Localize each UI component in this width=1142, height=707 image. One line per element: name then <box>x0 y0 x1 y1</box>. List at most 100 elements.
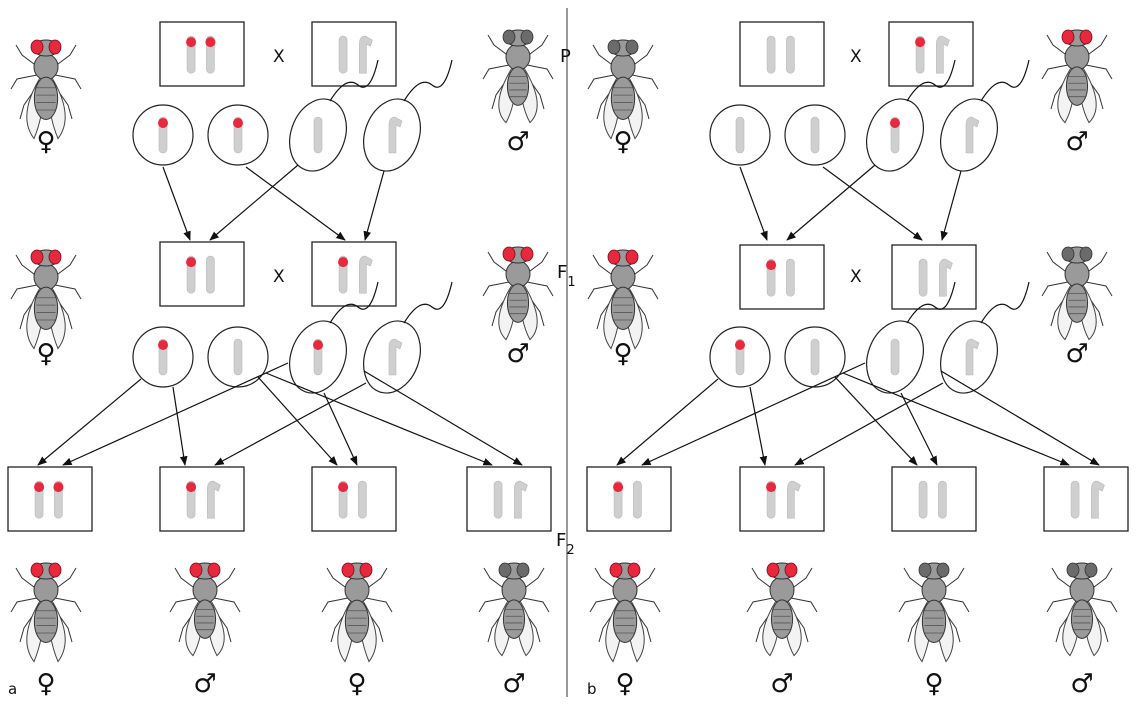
panel-b-f2-fly-2-leg <box>789 567 813 591</box>
panel-a-f1-male-genotype-frame <box>311 241 397 307</box>
panel-a-arrow-f1-spermy-f2d <box>363 370 523 466</box>
panel-b-f2-fly-3 <box>898 562 970 663</box>
panel-a-p-male-fly-abdomen <box>506 66 530 106</box>
panel-label-b: b <box>587 680 597 698</box>
panel-a-f1-male-fly-leg <box>525 251 549 275</box>
panel-b-p-male-fly-abdomen <box>1065 66 1089 106</box>
panel-b-f1-male-genotype-c0-x-chromosome <box>918 258 928 297</box>
panel-a-f2-sex-symbol-1: ♀ <box>36 669 55 699</box>
panel-a-arrow-f1-egg1-f2a <box>37 378 142 466</box>
panel-b-f2-fly-4 <box>1046 562 1118 657</box>
panel-a-f2-fly-3-thorax <box>344 576 370 604</box>
panel-b-f2-sex-symbol-4: ♂ <box>1070 669 1093 699</box>
panel-a-f2-fly-1-abdomen <box>33 599 59 644</box>
panel-a-arrow-f1-spermx-f2a <box>62 362 289 466</box>
panel-b-f2-fly-4-right-eye <box>1084 562 1098 578</box>
panel-a-p-female-fly-leg <box>10 74 38 90</box>
panel-b-p-gamete-sperm-y-y-chromosome <box>965 116 980 154</box>
panel-a-f1-male-fly-leg <box>526 281 554 297</box>
panel-b-f2-fly-3-thorax <box>921 576 947 604</box>
panel-a-f2-fly-2-leg <box>169 597 197 613</box>
panel-b-f2-fly-4-leg <box>1089 567 1113 591</box>
panel-b-f2-fly-4-leg <box>1046 597 1074 613</box>
panel-b-f2-fly-3-leg <box>942 597 970 613</box>
panel-b-f2-sex-symbol-2: ♂ <box>770 669 793 699</box>
panel-b-f1-gamete-sperm-x-x-chromosome <box>890 338 900 376</box>
panel-b-arrow-p-egg1-f1f <box>739 166 768 241</box>
panel-a-p-female-fly-leg <box>54 74 82 90</box>
panel-b-f2-fly-4-abdomen <box>1070 599 1094 639</box>
panel-a-p-female-genotype-frame <box>159 21 245 87</box>
panel-b-f2-fly-1-right-eye <box>627 562 641 578</box>
panel-b-f1-male-fly-thorax <box>1064 260 1090 288</box>
panel-b-f1-male-fly-leg <box>1085 281 1113 297</box>
panel-a-f1-male-symbol: ♂ <box>506 339 529 369</box>
panel-b-f1-female-fly-left-eye <box>607 249 621 265</box>
panel-a-f2-genotype-1-c1-red-eye-allele <box>53 482 64 493</box>
panel-b-f2-genotype-3-frame <box>891 466 977 532</box>
panel-a-p-female-fly-leg <box>15 44 39 68</box>
panel-a-f1-female-symbol: ♀ <box>36 339 55 369</box>
panel-a-p-gamete-sperm-y-sperm-tail <box>403 59 453 102</box>
panel-a-f1-gamete-egg-1-red-eye-allele <box>158 340 168 350</box>
panel-a-f1-female-fly-thorax <box>33 263 59 291</box>
panel-b-p-male-fly-thorax <box>1064 43 1090 71</box>
panel-b-p-male-genotype-c0-red-eye-allele <box>915 37 926 48</box>
panel-a-p-male-fly-right-eye <box>520 29 534 45</box>
panel-b-f1-male-genotype <box>891 244 977 310</box>
panel-a-p-gamete-sperm-x-sperm-tail <box>329 59 379 102</box>
panel-a-f2-genotype-1 <box>7 466 93 532</box>
panel-b-p-female-fly <box>587 39 659 140</box>
panel-b-f1-male-fly-leg <box>1084 251 1108 275</box>
panel-b-p-male-genotype-c1-y-chromosome <box>936 35 950 74</box>
panel-b-f2-fly-4-thorax <box>1069 576 1095 604</box>
panel-b-f1-female-fly-leg <box>592 254 616 278</box>
panel-b-p-female-fly-left-eye <box>607 39 621 55</box>
panel-a-f1-gamete-sperm-x-red-eye-allele <box>313 340 323 350</box>
cross-symbol-a-f1: X <box>273 267 285 287</box>
panel-b-f2-fly-2-leg <box>746 597 774 613</box>
panel-a-arrow-f1-egg2-f2c <box>257 376 338 466</box>
panel-a-p-male-genotype-c0-x-chromosome <box>338 35 348 74</box>
panel-b-arrow-f1-egg2-f2c <box>834 376 918 466</box>
panel-a-f1-male-fly-leg <box>482 281 510 297</box>
generation-label-f2-sub: 2 <box>566 543 574 558</box>
generation-label-f1-letter: F <box>557 262 567 283</box>
panel-a-f2-fly-1-leg <box>53 567 77 591</box>
panel-a-f2-genotype-1-c0-red-eye-allele <box>34 482 45 493</box>
panel-b-p-female-genotype-frame <box>739 21 825 87</box>
panel-a-p-gamete-sperm-y <box>363 59 453 172</box>
panel-a-f2-genotype-1-frame <box>7 466 93 532</box>
panel-a-p-male-genotype-c1-y-chromosome <box>359 35 373 74</box>
panel-a-f2-fly-2-leg <box>213 597 241 613</box>
panel-b-f1-gamete-sperm-x <box>866 281 956 394</box>
panel-b-f2-genotype-4 <box>1043 466 1129 532</box>
panel-a-f2-genotype-4-c0-x-chromosome <box>493 480 503 519</box>
panel-b-f2-genotype-3-c1-x-chromosome <box>938 480 947 519</box>
panel-b-f1-gamete-sperm-y <box>940 281 1030 394</box>
panel-b-f1-female-genotype-c1-x-chromosome <box>786 258 795 297</box>
panel-b-p-female-fly-thorax <box>610 53 636 81</box>
panel-a-arrow-f1-egg1-f2b <box>172 386 188 466</box>
panel-a-f1-female-genotype-c0-red-eye-allele <box>186 257 197 268</box>
panel-a-f2-genotype-4 <box>466 466 552 532</box>
panel-a-f2-fly-3-left-eye <box>341 562 355 578</box>
panel-b-f1-gamete-sperm-y-sperm-tail <box>980 281 1030 324</box>
panel-b-arrow-f1-egg1-f2b <box>749 386 768 466</box>
panel-a-f1-male-genotype-c1-y-chromosome <box>359 255 373 294</box>
panel-a-f2-fly-3-leg <box>365 597 393 613</box>
panel-a-f2-fly-2-left-eye <box>189 562 203 578</box>
panel-b-p-male-genotype <box>888 21 974 87</box>
panel-a-f1-female-genotype-frame <box>159 241 245 307</box>
panel-a-p-female-fly <box>10 39 82 140</box>
panel-a-f2-fly-1-right-eye <box>48 562 62 578</box>
panel-b-f1-male-fly <box>1041 246 1113 341</box>
panel-b-f2-genotype-4-c1-y-chromosome <box>1091 480 1105 519</box>
panel-a-p-gamete-egg-1 <box>132 104 194 166</box>
panel-a-p-male-fly-left-eye <box>502 29 516 45</box>
panel-b-f2-fly-3-leg <box>903 567 927 591</box>
panel-a-p-male-fly <box>482 29 554 124</box>
panel-b-f1-male-genotype-c1-y-chromosome <box>939 258 953 297</box>
panel-a-arrow-f1-spermy-f2b <box>214 382 367 466</box>
